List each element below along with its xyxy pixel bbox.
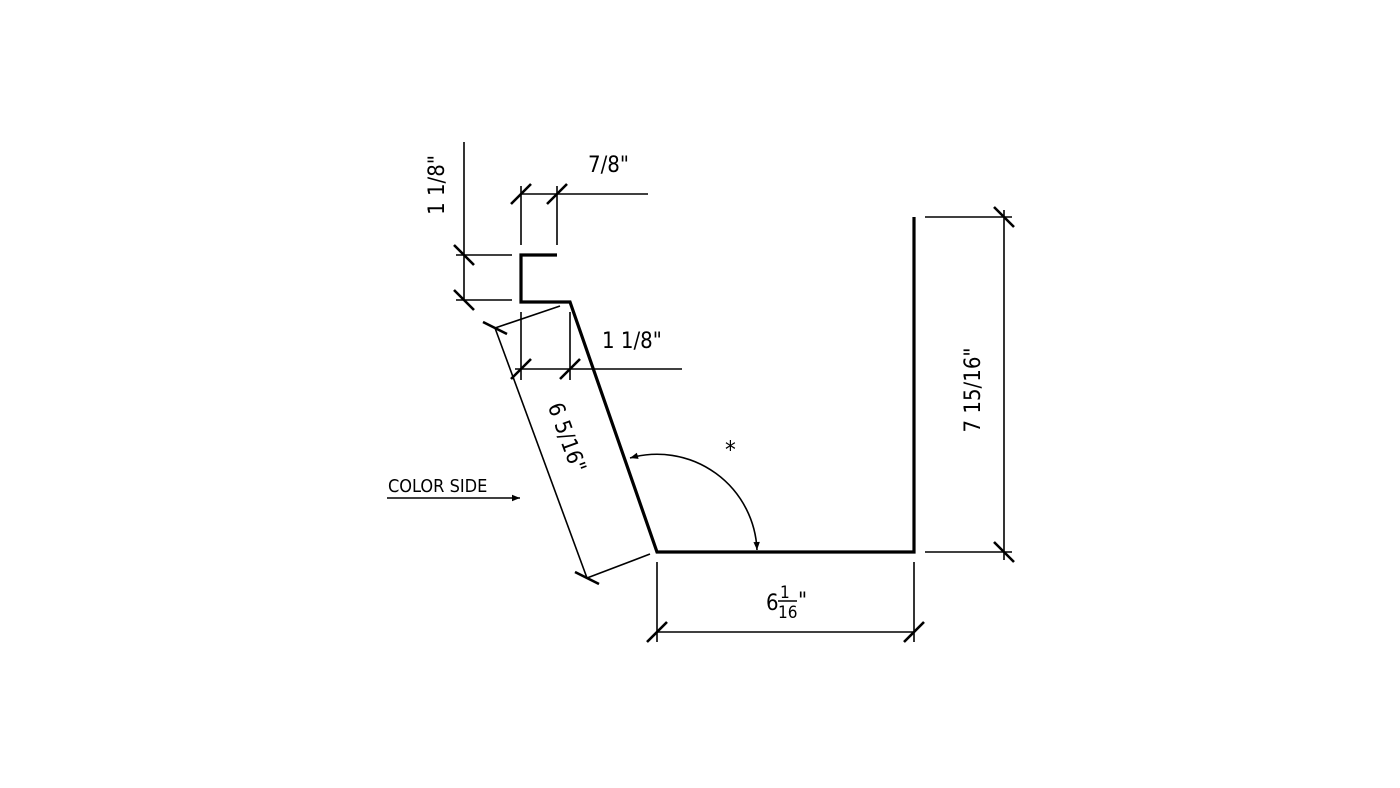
- label-bottom-whole: 6: [766, 591, 779, 616]
- label-slope-length: 6 5/16": [542, 399, 590, 476]
- label-bottom-inch: ": [798, 589, 807, 614]
- color-side-indicator: COLOR SIDE: [387, 476, 520, 502]
- dim-bottom-width: 6 1 16 ": [646, 562, 925, 643]
- dim-top-flange-height: 1 1/8": [425, 142, 512, 311]
- label-color-side: COLOR SIDE: [388, 476, 487, 497]
- gutter-profile-line: [519, 217, 916, 554]
- dim-offset-width: 1 1/8": [510, 312, 682, 380]
- label-angle: *: [725, 436, 736, 464]
- label-offset-width: 1 1/8": [602, 329, 662, 354]
- dim-top-flange-width: 7/8": [510, 153, 648, 245]
- label-bottom-numerator: 1: [780, 583, 790, 603]
- label-top-flange-width: 7/8": [588, 153, 629, 178]
- label-top-flange-height: 1 1/8": [425, 155, 450, 215]
- dim-angle: *: [629, 436, 760, 551]
- label-back-height: 7 15/16": [961, 347, 986, 432]
- label-bottom-denominator: 16: [778, 603, 797, 623]
- dim-back-height: 7 15/16": [925, 206, 1015, 563]
